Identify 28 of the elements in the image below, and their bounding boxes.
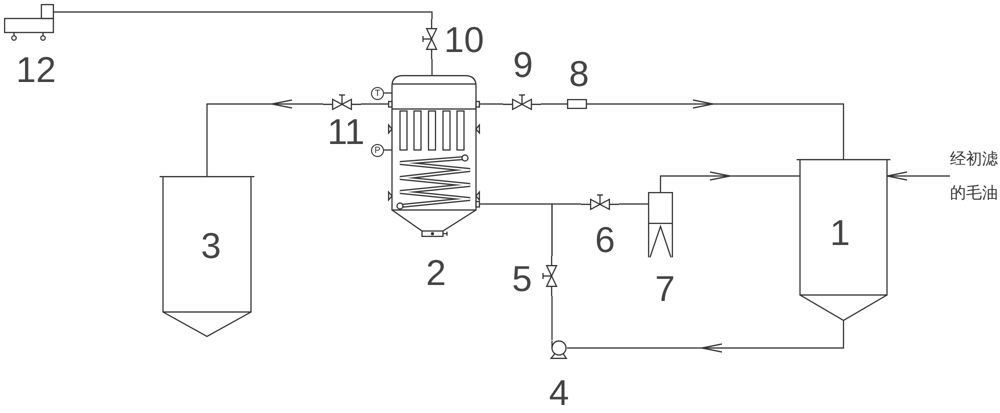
callout-number: 12 <box>16 52 56 88</box>
inlet-label: 经初滤的毛油 <box>950 148 999 204</box>
pipe-line <box>384 149 392 151</box>
pipe-line <box>431 59 433 75</box>
gauge-letter: T <box>374 88 380 98</box>
callout-number: 7 <box>654 271 676 307</box>
callout-number: 11 <box>327 114 365 150</box>
pipe-line <box>480 103 503 105</box>
gauge-symbol <box>371 144 384 156</box>
pipe-line <box>619 203 648 205</box>
pipe-line <box>384 92 392 94</box>
callout-number: 4 <box>548 375 570 411</box>
callout-number: 2 <box>426 255 446 291</box>
callout-number: 5 <box>512 261 532 297</box>
flow-arrow <box>886 171 950 181</box>
pipe-line <box>551 203 581 256</box>
pipe-line <box>551 296 553 340</box>
tank-number: 1 <box>830 215 850 251</box>
callout-number: 10 <box>444 22 484 58</box>
tank-number: 3 <box>200 228 222 264</box>
pipe-line <box>541 103 567 105</box>
gauge-letter: P <box>374 146 380 154</box>
callout-number: 9 <box>512 47 534 83</box>
pipe-line <box>361 103 388 105</box>
pipe-line <box>54 11 433 19</box>
callout-number: 6 <box>594 222 616 258</box>
gauge-symbol <box>371 86 384 100</box>
callout-number: 8 <box>568 56 590 92</box>
